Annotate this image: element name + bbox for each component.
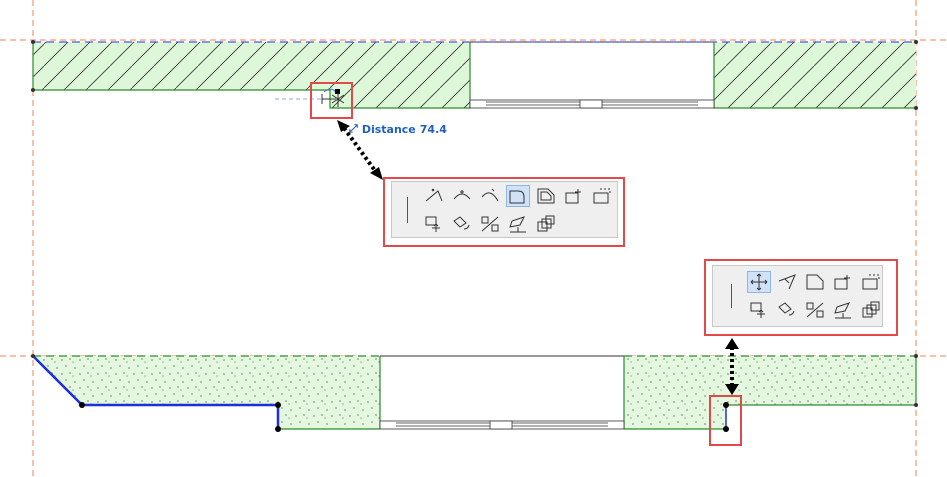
bottom-pet-palette: [712, 265, 883, 327]
mirror-icon[interactable]: [803, 299, 827, 321]
mirror-icon[interactable]: [478, 213, 502, 235]
distance-arrow-icon: ⤢: [349, 122, 358, 135]
bottom-node-highlight: [709, 395, 742, 446]
rotate-icon[interactable]: [775, 299, 799, 321]
window-opening-top[interactable]: [469, 99, 715, 109]
move-node-icon[interactable]: [747, 271, 771, 293]
chamfer-node-icon[interactable]: [775, 271, 799, 293]
add-to-polygon-icon[interactable]: [831, 271, 855, 293]
multiply-icon[interactable]: [534, 213, 558, 235]
top-wall[interactable]: [31, 40, 918, 110]
subtract-from-polygon-icon[interactable]: [859, 271, 883, 293]
window-opening-bottom[interactable]: [379, 420, 625, 430]
distance-readout: ⤢ Distance 74.4: [349, 122, 447, 136]
elevate-icon[interactable]: [506, 213, 530, 235]
add-to-polygon-icon[interactable]: [562, 185, 586, 207]
fillet-icon[interactable]: [534, 185, 558, 207]
multiply-icon[interactable]: [859, 299, 883, 321]
drag-icon[interactable]: [422, 213, 446, 235]
top-pet-palette: [391, 181, 618, 238]
curve-edge-icon[interactable]: [478, 185, 502, 207]
rotate-icon[interactable]: [450, 213, 474, 235]
offset-all-edges-icon[interactable]: [803, 271, 827, 293]
distance-value: 74.4: [419, 122, 447, 136]
subtract-from-polygon-icon[interactable]: [590, 185, 614, 207]
offset-all-edges-icon[interactable]: [506, 185, 530, 207]
bottom-wall[interactable]: [31, 354, 918, 432]
callout-arrow-top: [337, 120, 383, 180]
distance-label: Distance: [361, 122, 416, 136]
callout-arrow-bottom: [725, 338, 739, 395]
palette-separator: [407, 197, 408, 223]
selected-edge-polyline[interactable]: [32, 355, 280, 429]
offset-edge-icon[interactable]: [422, 185, 446, 207]
insert-node-icon[interactable]: [450, 185, 474, 207]
palette-separator: [731, 284, 732, 308]
top-node-highlight: [310, 82, 353, 119]
elevate-icon[interactable]: [831, 299, 855, 321]
drag-icon[interactable]: [747, 299, 771, 321]
